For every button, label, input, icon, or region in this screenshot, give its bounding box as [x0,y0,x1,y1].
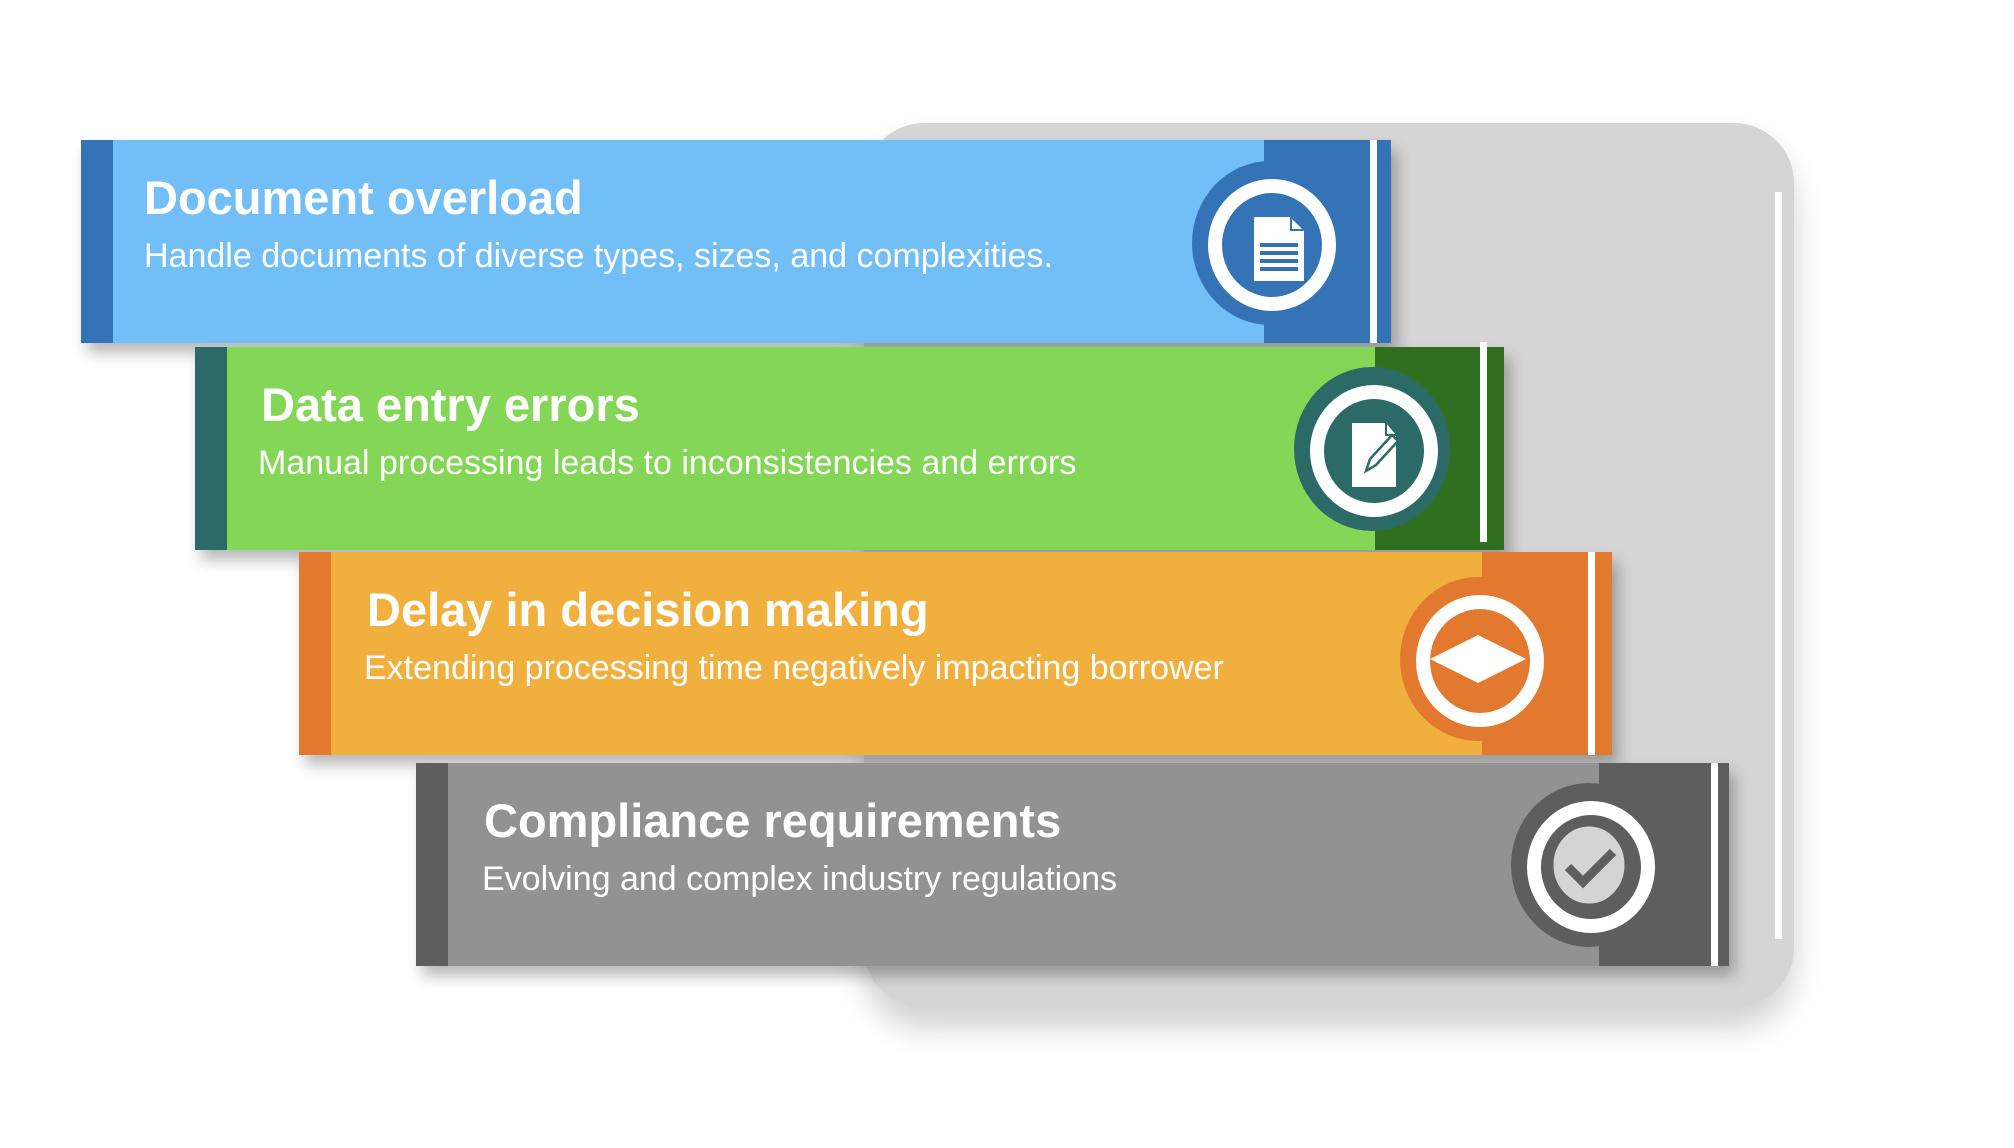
edit-document-icon [1352,423,1400,487]
divider-line [1711,763,1718,966]
checkmark-icon [1546,819,1632,911]
item-delay-in-decision-making: Delay in decision making Extending proce… [299,552,1612,755]
item-title: Delay in decision making [367,583,929,636]
item-title: Document overload [144,171,583,224]
item-title: Data entry errors [261,378,640,431]
divider-line [1588,552,1595,755]
document-icon [1254,217,1304,281]
item-title: Compliance requirements [484,794,1062,847]
icon-badge [1192,161,1348,325]
divider-line [1370,140,1377,343]
item-subtitle: Evolving and complex industry regulation… [482,860,1118,898]
accent-strip [195,347,227,550]
accent-strip [81,140,113,343]
divider-line [1480,342,1487,542]
item-subtitle: Extending processing time negatively imp… [364,649,1224,687]
item-data-entry-errors: Data entry errors Manual processing lead… [195,342,1504,550]
item-subtitle: Manual processing leads to inconsistenci… [258,444,1077,482]
accent-strip [416,763,448,966]
diamond-icon [1430,635,1526,683]
item-document-overload: Document overload Handle documents of di… [81,140,1391,343]
item-subtitle: Handle documents of diverse types, sizes… [144,237,1054,275]
item-compliance-requirements: Compliance requirements Evolving and com… [416,763,1729,966]
icon-badge [1511,783,1667,947]
icon-badge [1294,367,1450,531]
accent-strip [299,552,331,755]
panel-divider [1775,192,1782,939]
icon-badge [1400,577,1556,741]
